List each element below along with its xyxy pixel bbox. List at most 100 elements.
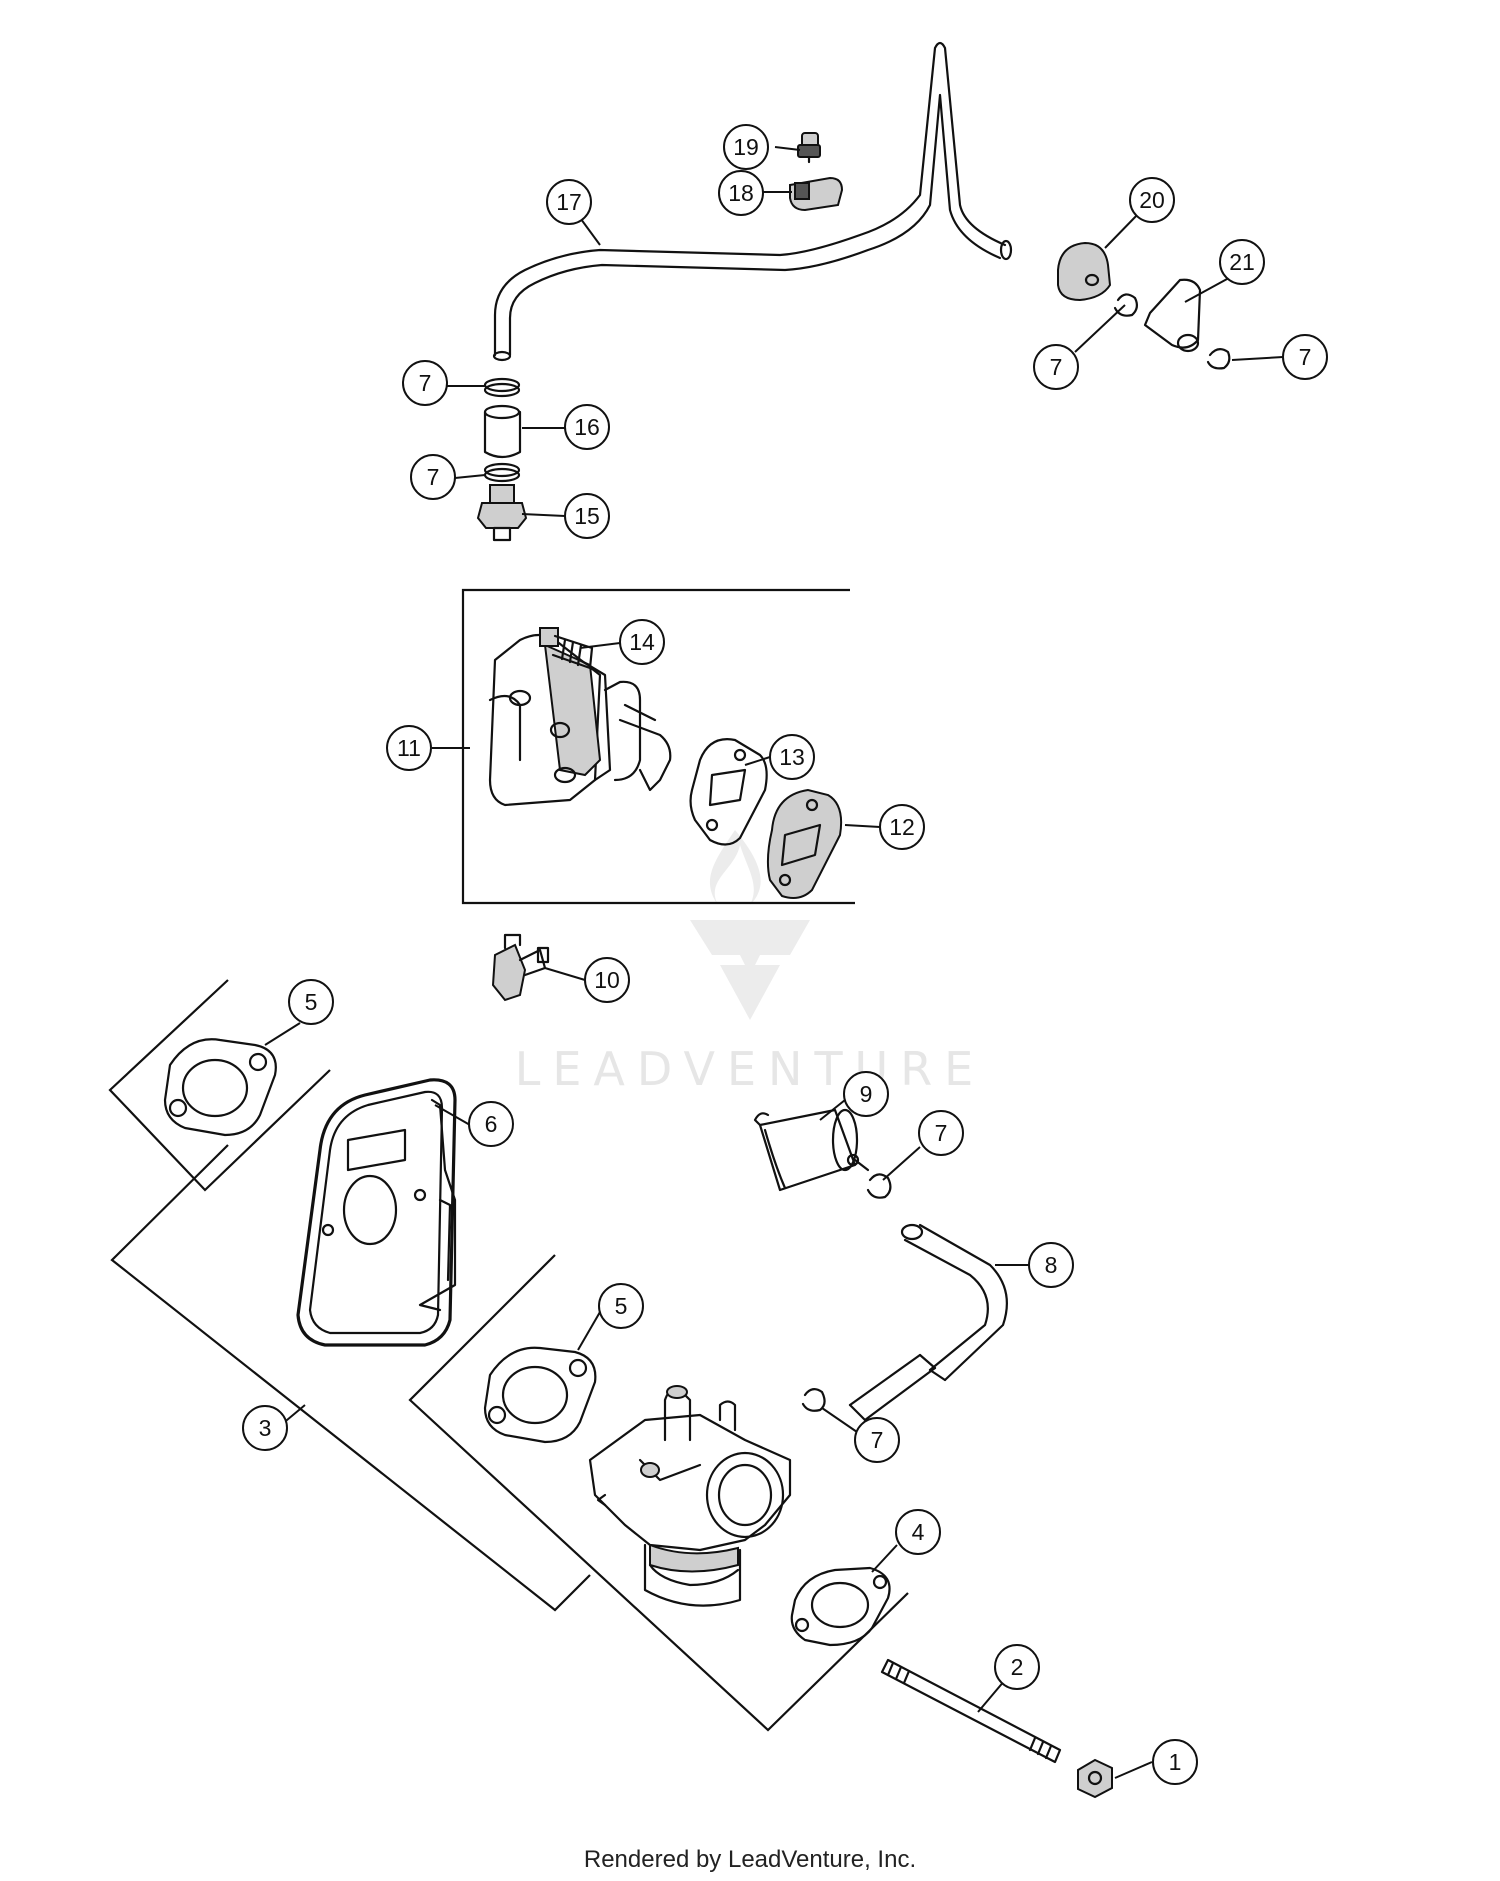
callout: 17 (546, 179, 592, 225)
callout-label: 7 (419, 370, 432, 396)
callout-circle (402, 360, 448, 406)
callout: 1 (1152, 1739, 1198, 1785)
callout: 2 (994, 1644, 1040, 1690)
gasket-frame-upper (108, 979, 331, 1192)
callout-circle (288, 979, 334, 1025)
callout-circle (879, 804, 925, 850)
leader-lines (264, 146, 1284, 1779)
callout-label: 3 (259, 1415, 272, 1441)
callout: 5 (288, 979, 334, 1025)
callout: 18 (718, 170, 764, 216)
callout: 19 (723, 124, 769, 170)
callout-circle (1129, 177, 1175, 223)
callout-circle (723, 124, 769, 170)
callout-label: 20 (1139, 187, 1165, 213)
callout-circle (564, 404, 610, 450)
fuel-pump-11 (488, 633, 672, 807)
callout-circle (410, 454, 456, 500)
hose-8 (848, 1223, 1008, 1422)
fitting-15 (476, 484, 528, 542)
callout: 7 (1033, 344, 1079, 390)
callout-label: 9 (860, 1081, 873, 1107)
bolt-2 (880, 1658, 1062, 1764)
callout: 12 (879, 804, 925, 850)
callout-circle (854, 1417, 900, 1463)
callout-circle (769, 734, 815, 780)
callout-circle (918, 1110, 964, 1156)
elbow-fitting-10 (491, 933, 550, 1002)
footer-credit: Rendered by LeadVenture, Inc. (583, 1846, 917, 1873)
callout: 21 (1219, 239, 1265, 285)
air-cleaner-base-6 (296, 1078, 457, 1347)
callout-label: 12 (889, 814, 915, 840)
callout: 9 (843, 1071, 889, 1117)
carburetor-assembly-frame (408, 1254, 909, 1732)
air-cleaner-assembly-frame (110, 1144, 591, 1612)
clamp-7-filter (866, 1173, 892, 1199)
fuel-filter-9 (753, 1108, 870, 1192)
callout: 7 (854, 1417, 900, 1463)
callout-circle (619, 619, 665, 665)
callout-label: 14 (629, 629, 655, 655)
watermark-v-logo-icon (690, 920, 810, 1020)
watermark-flame-icon (709, 830, 761, 905)
clamp-7-top (483, 377, 521, 398)
callout-label: 7 (427, 464, 440, 490)
callout-circle (994, 1644, 1040, 1690)
callout: 16 (564, 404, 610, 450)
callout-circle (386, 725, 432, 771)
callout: 11 (386, 725, 432, 771)
callout-circle (895, 1509, 941, 1555)
callout: 4 (895, 1509, 941, 1555)
callout-label: 13 (779, 744, 805, 770)
callout-label: 7 (1050, 354, 1063, 380)
callout-circle (1282, 334, 1328, 380)
plate-12 (766, 788, 843, 899)
callout-label: 7 (871, 1427, 884, 1453)
callout-label: 19 (733, 134, 759, 160)
callout-label: 10 (594, 967, 620, 993)
callout-circle (468, 1101, 514, 1147)
callout-circle (1152, 1739, 1198, 1785)
fuel-pump-assembly-frame (461, 588, 855, 905)
callout-circle (584, 957, 630, 1003)
fitting-19 (797, 132, 821, 164)
callout-label: 7 (1299, 344, 1312, 370)
clamp-7-hose-lower (801, 1388, 826, 1412)
callout-label: 5 (305, 989, 318, 1015)
callout: 8 (1028, 1242, 1074, 1288)
callout: 13 (769, 734, 815, 780)
callout-circle (718, 170, 764, 216)
hose-16 (483, 404, 522, 459)
callout-label: 5 (615, 1293, 628, 1319)
callout-circle (1219, 239, 1265, 285)
callout: 7 (402, 360, 448, 406)
gasket-4 (790, 1566, 891, 1647)
fuel-line-tube (492, 41, 1013, 362)
clip-18 (789, 176, 844, 212)
callout: 7 (1282, 334, 1328, 380)
callout-label: 8 (1045, 1252, 1058, 1278)
callout: 7 (410, 454, 456, 500)
gasket-5-lower (483, 1346, 597, 1444)
callout-circle (1028, 1242, 1074, 1288)
callout-label: 4 (912, 1519, 925, 1545)
hose-21 (1113, 278, 1231, 370)
watermark: LEADVENTURE (515, 830, 973, 1096)
callout-label: 2 (1011, 1654, 1024, 1680)
callout-label: 1 (1169, 1749, 1182, 1775)
callout: 3 (242, 1405, 288, 1451)
callout-label: 21 (1229, 249, 1255, 275)
callout-circle (1033, 344, 1079, 390)
callout-label: 17 (556, 189, 582, 215)
callout-circle (564, 493, 610, 539)
callout-label: 16 (574, 414, 600, 440)
callout-label: 11 (397, 735, 421, 761)
callout: 7 (918, 1110, 964, 1156)
callout: 20 (1129, 177, 1175, 223)
callout-label: 6 (485, 1111, 498, 1137)
carburetor (588, 1385, 792, 1607)
callout: 6 (468, 1101, 514, 1147)
callout-label: 18 (728, 180, 754, 206)
